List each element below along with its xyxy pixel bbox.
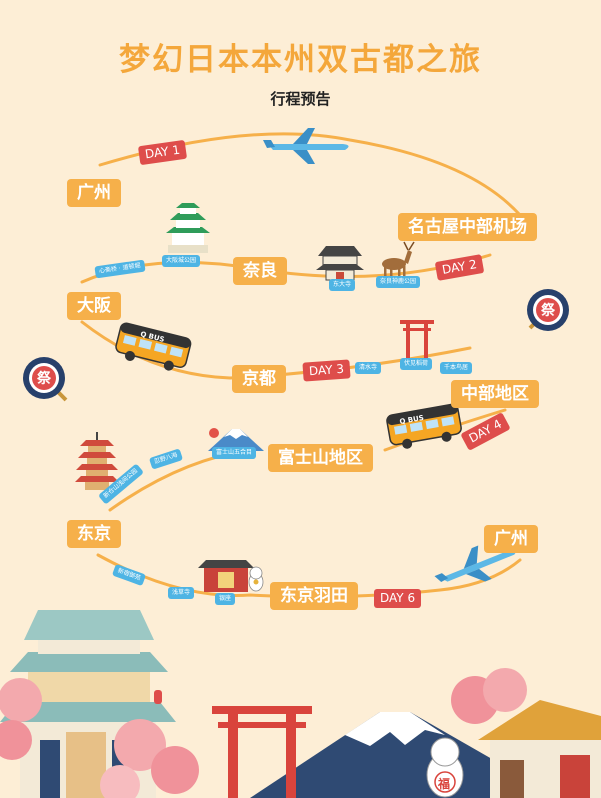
fan-label: 祭 [540,302,556,319]
asakusa-gate-icon [198,560,254,592]
mount-fuji-icon [208,428,264,451]
hand-fan-icon [23,357,68,402]
city-badge-haneda: 东京羽田 [270,582,358,610]
attraction-tag: 东大寺 [329,279,356,291]
day-badge-3: DAY 3 [302,359,351,382]
attraction-tag: 富士山五合目 [212,447,257,459]
city-badge-fuji: 富士山地区 [268,444,373,472]
page-title: 梦幻日本本州双古都之旅 [119,42,482,78]
city-badge-chubu: 中部地区 [451,380,539,408]
temple-icon [316,246,364,281]
city-badge-guangzhou: 广州 [67,179,121,207]
attraction-tag: 大阪城公园 [162,255,201,267]
city-badge-kyoto: 京都 [232,365,286,393]
attraction-tag: 伏见稻荷 [400,358,433,370]
lucky-cat-char: 福 [437,776,450,791]
day-badge-6: DAY 6 [374,589,422,608]
page-subtitle: 行程预告 [270,90,331,108]
city-badge-osaka: 大阪 [67,292,121,320]
bottom-scenery [0,610,601,798]
city-badge-nara: 奈良 [233,257,287,285]
city-badge-nagoya-airport: 名古屋中部机场 [398,213,537,241]
airplane-icon [263,128,349,164]
attraction-tag: 奈良神鹿公园 [376,276,421,288]
pagoda-icon [75,432,119,490]
bus-icon [115,322,192,371]
deer-icon [382,241,415,278]
city-badge-tokyo: 东京 [67,520,121,548]
hand-fan-icon [527,289,569,331]
airplane-icon [434,545,517,583]
castle-icon [166,203,210,253]
torii-gate-icon [400,320,434,360]
attraction-tag: 清水寺 [355,362,382,374]
fan-label: 祭 [36,370,52,387]
city-badge-guangzhou-return: 广州 [484,525,538,553]
attraction-tag: 浅草寺 [168,587,195,599]
attraction-tag: 千本鸟居 [440,362,473,374]
lucky-cat-icon [248,566,264,592]
attraction-tag: 银座 [215,593,236,605]
bus-icon [386,403,462,449]
